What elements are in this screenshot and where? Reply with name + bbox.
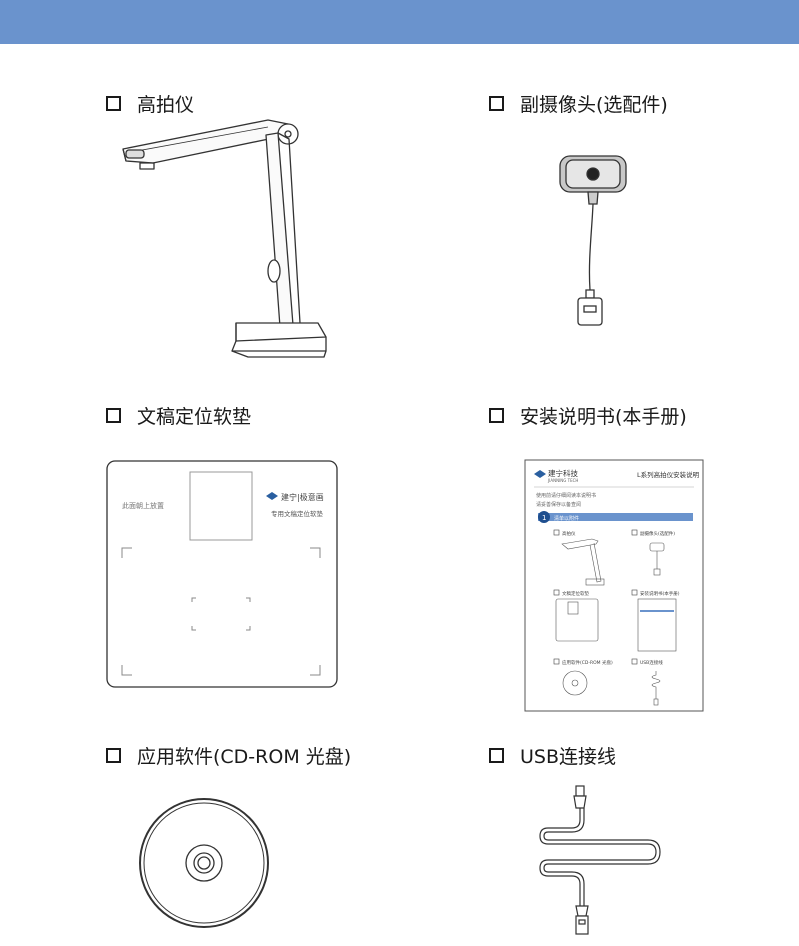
manual-thumb-label: 副摄像头(选配件) [640, 530, 675, 537]
document-camera-illustration [122, 119, 327, 358]
checkbox [106, 96, 121, 111]
item-text: 文稿定位软垫 [137, 406, 252, 428]
checkbox [489, 96, 504, 111]
svg-text:建宁|极意画: 建宁|极意画 [281, 492, 324, 502]
secondary-camera-illustration [559, 155, 627, 326]
item-label-software-cd: 应用软件(CD-ROM 光盘) [106, 742, 351, 769]
usb-cable-illustration [539, 785, 661, 935]
item-label-secondary-camera: 副摄像头(选配件) [489, 90, 668, 117]
pad-side-text: 此面朝上放置 [122, 501, 164, 510]
item-text: 应用软件(CD-ROM 光盘) [137, 746, 352, 768]
checkbox [489, 748, 504, 763]
item-text: 高拍仪 [137, 94, 195, 116]
checkbox [106, 408, 121, 423]
manual-section-num: 1 [542, 514, 546, 522]
manual-section-title: 清单以附件 [554, 515, 579, 522]
item-label-document-camera: 高拍仪 [106, 90, 194, 117]
manual-thumb-label: USB连接线 [640, 659, 663, 666]
manual-intro-2: 请妥善保存以备查阅 [536, 501, 581, 508]
manual-thumb-label: 安装说明书(本手册) [640, 590, 680, 597]
manual-title: L系列高拍仪安装说明 [637, 470, 700, 479]
header-bar [0, 0, 799, 44]
cd-rom-disc-illustration [139, 798, 269, 928]
checkbox [106, 748, 121, 763]
manual-thumb-label: 高拍仪 [562, 530, 576, 537]
item-text: 副摄像头(选配件) [520, 94, 668, 116]
manual-illustration: 建宁科技 JIANNING TECH L系列高拍仪安装说明 使用前请仔细阅读本说… [524, 459, 704, 712]
item-text: 安装说明书(本手册) [520, 406, 687, 428]
item-text: USB连接线 [520, 746, 617, 768]
pad-logo: 建宁|极意画 [266, 492, 324, 502]
manual-intro-1: 使用前请仔细阅读本说明书 [536, 492, 596, 499]
item-label-positioning-pad: 文稿定位软垫 [106, 402, 251, 429]
manual-brand-en: JIANNING TECH [547, 478, 578, 483]
checkbox [489, 408, 504, 423]
item-label-manual: 安装说明书(本手册) [489, 402, 687, 429]
manual-brand: 建宁科技 [548, 468, 578, 478]
item-label-usb-cable: USB连接线 [489, 742, 616, 769]
manual-thumb-label: 文稿定位软垫 [562, 590, 589, 597]
positioning-pad-illustration: 此面朝上放置 建宁|极意画 专用文稿定位软垫 [106, 460, 338, 688]
manual-thumb-label: 应用软件(CD-ROM 光盘) [562, 659, 613, 666]
pad-caption: 专用文稿定位软垫 [271, 509, 324, 518]
